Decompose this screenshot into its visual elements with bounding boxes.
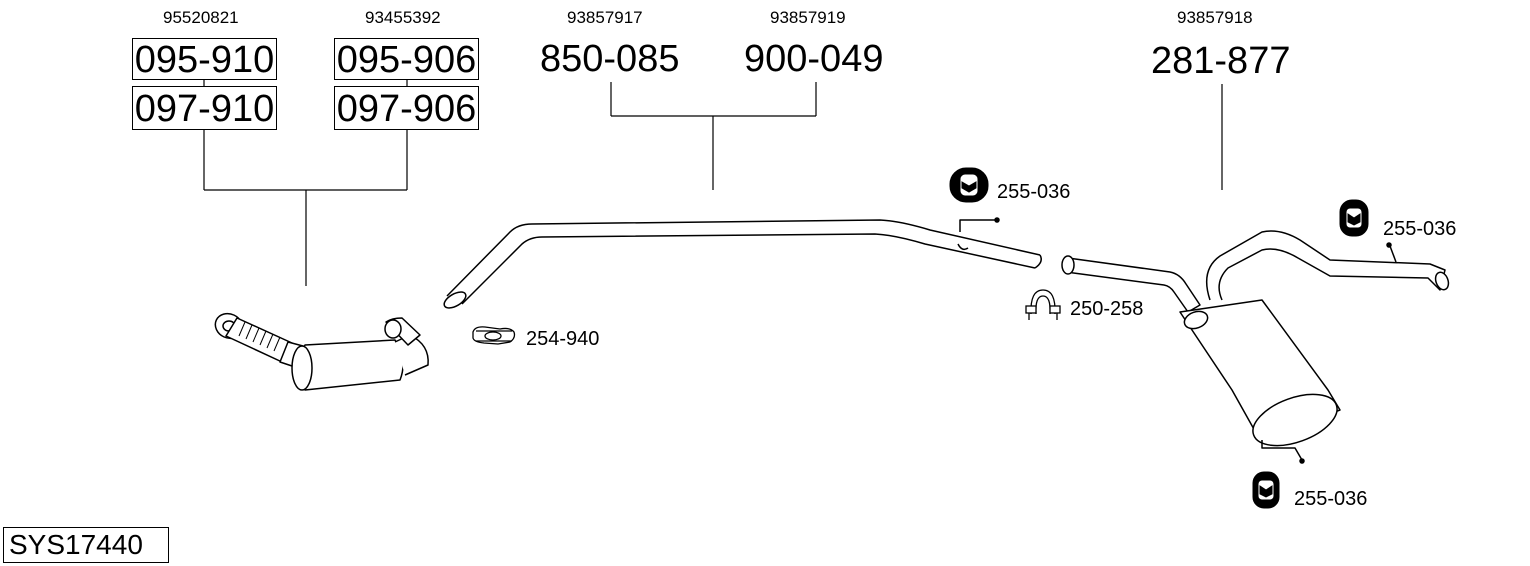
accessory-part-number[interactable]: 250-258 xyxy=(1070,298,1144,320)
rubber-hanger-icon xyxy=(1252,471,1280,509)
part-number-box[interactable]: 095-910 xyxy=(132,38,277,81)
accessory-part-number[interactable]: 255-036 xyxy=(1383,218,1457,240)
part-number-box[interactable]: 095-906 xyxy=(334,38,479,81)
oem-number: 95520821 xyxy=(163,8,239,27)
leader-lines-center xyxy=(610,82,817,190)
oem-number: 93857919 xyxy=(770,8,846,27)
rear-silencer-drawing xyxy=(1061,230,1450,464)
clamp-icon xyxy=(472,326,516,345)
u-clamp-icon xyxy=(1025,289,1061,320)
front-pipe-catalyst-drawing xyxy=(214,312,429,391)
system-code-label: SYS17440 xyxy=(3,527,169,563)
oem-number: 93857917 xyxy=(567,8,643,27)
accessory-part-number[interactable]: 254-940 xyxy=(526,328,600,350)
leader-lines-front xyxy=(203,78,408,286)
part-number[interactable]: 900-049 xyxy=(744,38,884,80)
center-pipe-drawing xyxy=(443,217,1042,309)
part-number[interactable]: 850-085 xyxy=(540,38,680,80)
oem-number: 93455392 xyxy=(365,8,441,27)
oem-number: 93857918 xyxy=(1177,8,1253,27)
accessory-part-number[interactable]: 255-036 xyxy=(997,181,1071,203)
part-number[interactable]: 281-877 xyxy=(1151,40,1291,82)
part-number-box[interactable]: 097-906 xyxy=(334,86,479,130)
part-number-box[interactable]: 097-910 xyxy=(132,86,277,130)
accessory-part-number[interactable]: 255-036 xyxy=(1294,488,1368,510)
rubber-hanger-icon xyxy=(1339,199,1369,237)
rubber-hanger-icon xyxy=(949,167,989,203)
